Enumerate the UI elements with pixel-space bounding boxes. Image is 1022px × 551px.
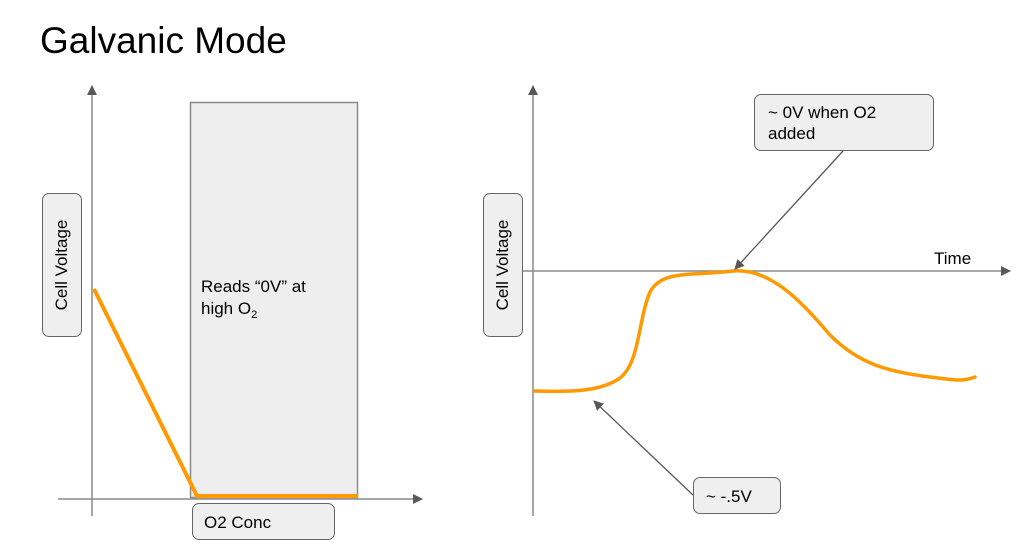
left-x-axis-label: O2 Conc	[192, 503, 335, 540]
right-voltage-curve	[533, 269, 977, 394]
callout-zero-volt: ~ 0V when O2 added	[754, 94, 934, 151]
right-y-axis-label: Cell Voltage	[483, 193, 523, 337]
left-y-axis-label-text: Cell Voltage	[52, 219, 71, 311]
left-x-axis-label-text: O2 Conc	[204, 513, 272, 532]
left-voltage-curve	[92, 288, 358, 498]
high-o2-note: Reads “0V” at high O2	[201, 276, 306, 326]
high-o2-note-line2: high O2	[201, 298, 306, 326]
callout-negative-half-volt-text: ~ -.5V	[706, 487, 752, 506]
left-y-axis-label: Cell Voltage	[42, 193, 82, 337]
right-x-axis-label: Time	[934, 249, 972, 268]
high-o2-note-prefix: high O	[201, 299, 252, 318]
right-y-axis-label-text: Cell Voltage	[493, 219, 512, 311]
callout-top-pointer	[734, 150, 844, 270]
callout-negative-half-volt: ~ -.5V	[693, 477, 781, 514]
high-o2-shaded-region	[189, 101, 359, 499]
high-o2-note-subscript: 2	[251, 309, 258, 321]
callout-bottom-pointer	[593, 400, 694, 496]
high-o2-note-line1: Reads “0V” at	[201, 277, 306, 296]
callout-zero-volt-line2: added	[768, 124, 816, 143]
page-title: Galvanic Mode	[40, 20, 287, 61]
callout-zero-volt-line1: ~ 0V when O2	[768, 103, 877, 122]
